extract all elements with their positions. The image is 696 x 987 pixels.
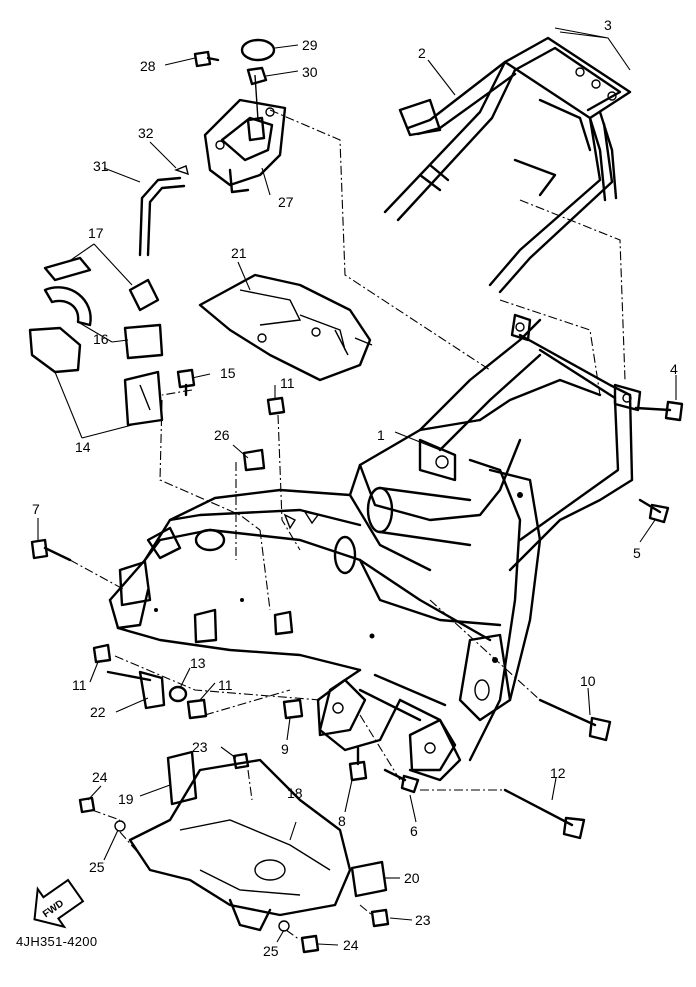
callout-18: 18	[287, 785, 303, 801]
bolt-28	[193, 50, 220, 68]
callout-32: 32	[138, 125, 154, 141]
callout-21: 21	[231, 245, 247, 261]
callout-10: 10	[580, 673, 596, 689]
callout-29: 29	[302, 37, 318, 53]
nut-30	[246, 66, 268, 86]
collar-11-top	[266, 396, 286, 416]
callout-28: 28	[140, 58, 156, 74]
bolt-24-left	[78, 796, 96, 814]
callout-27: 27	[278, 194, 294, 210]
callout-14: 14	[75, 439, 91, 455]
washer-25-bottom	[278, 920, 290, 932]
alignment-lines	[69, 109, 626, 941]
callout-17: 17	[88, 225, 104, 241]
washer-25-left	[114, 820, 126, 832]
callout-15: 15	[220, 365, 236, 381]
callout-11-right: 11	[218, 677, 233, 693]
callout-24-bottom: 24	[343, 937, 359, 953]
cap-29	[240, 38, 276, 62]
callout-8: 8	[338, 813, 346, 829]
bolt-12	[503, 788, 586, 840]
bolt-23-bottom	[370, 908, 390, 928]
bolt-15	[176, 368, 196, 397]
bolt-7	[30, 538, 72, 562]
callout-7: 7	[32, 501, 40, 517]
collar-11-left	[92, 643, 112, 664]
tank-27	[203, 74, 287, 194]
callout-22: 22	[90, 704, 106, 720]
callout-16: 16	[93, 331, 109, 347]
callout-1: 1	[377, 427, 385, 443]
bolt-8	[348, 746, 368, 782]
leader-lines	[37, 27, 677, 946]
callout-11-left: 11	[72, 677, 87, 693]
bracket-22	[106, 670, 166, 710]
bolt-23-top	[232, 752, 250, 770]
callout-11-top: 11	[280, 375, 295, 391]
under-cowl-18	[128, 758, 352, 932]
collar-26	[242, 448, 266, 472]
bolt-4	[634, 400, 684, 422]
callout-30: 30	[302, 64, 318, 80]
hose-31	[138, 176, 182, 257]
callout-25-left: 25	[89, 859, 105, 875]
bolt-6	[383, 768, 420, 794]
clip-32	[173, 165, 189, 176]
bracket-16	[43, 286, 164, 360]
bolt-24-bottom	[300, 934, 320, 954]
callout-12: 12	[550, 765, 566, 781]
callout-2: 2	[418, 45, 426, 61]
main-frame	[108, 313, 642, 782]
callout-4: 4	[670, 361, 678, 377]
callout-3: 3	[604, 17, 612, 33]
callout-31: 31	[93, 158, 109, 174]
callout-13: 13	[190, 655, 206, 671]
callout-24-left: 24	[92, 769, 108, 785]
bolt-5	[638, 498, 670, 524]
collar-9	[282, 698, 304, 720]
callout-5: 5	[633, 545, 641, 561]
cover-plate-21	[198, 273, 373, 382]
callout-9: 9	[281, 741, 289, 757]
pad-19	[166, 750, 198, 806]
rear-subframe	[383, 36, 632, 294]
washer-13	[168, 685, 188, 703]
callout-20: 20	[404, 870, 420, 886]
callout-25-bottom: 25	[263, 943, 279, 959]
callout-23-top: 23	[192, 739, 208, 755]
callout-26: 26	[214, 427, 230, 443]
pad-20	[350, 860, 388, 898]
catalog-code: 4JH351-4200	[16, 934, 98, 949]
collar-11-right	[186, 698, 208, 720]
forward-arrow-icon: FWD	[33, 878, 85, 929]
bracket-17	[43, 256, 160, 312]
bolt-10	[538, 698, 612, 742]
callout-19: 19	[118, 791, 134, 807]
callout-23-bottom: 23	[415, 912, 431, 928]
callout-6: 6	[410, 823, 418, 839]
callout-numbers: 1 2 3 4 5 6 7 8 9 10 11 11 11 12 13 14 1…	[32, 17, 678, 959]
